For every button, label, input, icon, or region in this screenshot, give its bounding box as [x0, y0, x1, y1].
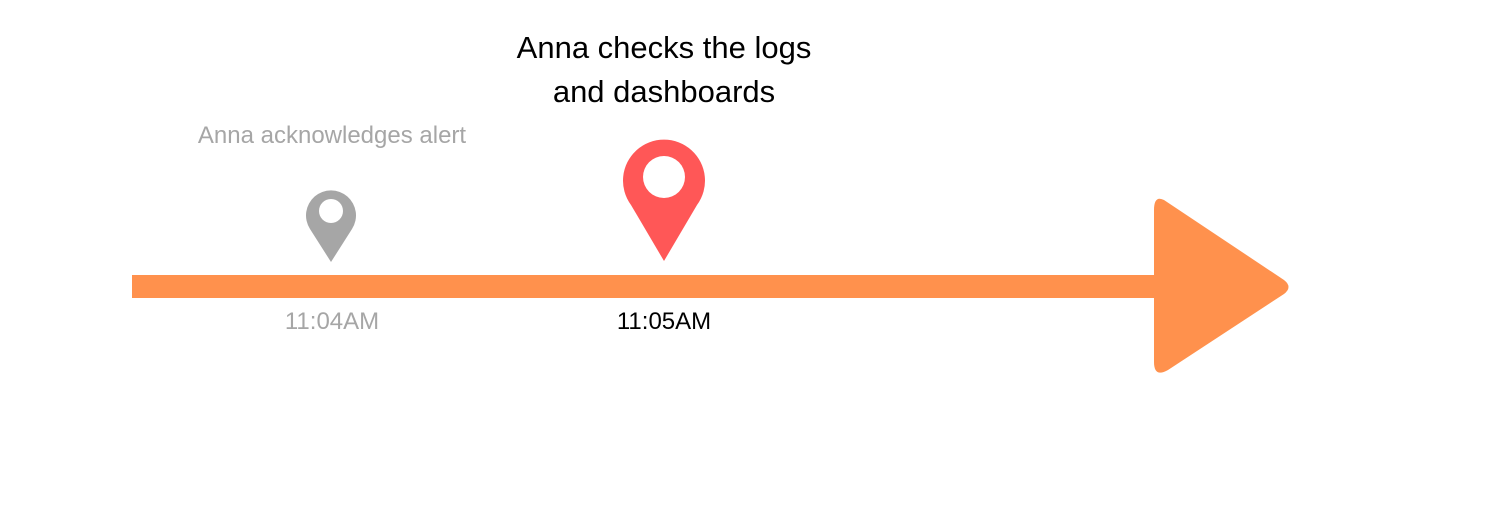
- past-event-pin-body: [306, 190, 357, 262]
- current-event-pin-hole: [643, 156, 685, 198]
- event-label: Anna checks the logs and dashboards: [460, 26, 868, 114]
- map-pin-icon: [306, 190, 357, 262]
- event-time: 11:05AM: [616, 308, 712, 335]
- event-label: Anna acknowledges alert: [197, 122, 467, 149]
- event-time: 11:04AM: [284, 308, 380, 335]
- event-label-line: Anna checks the logs: [516, 30, 812, 65]
- map-pin-icon: [623, 139, 705, 261]
- timeline-bar: [132, 275, 1162, 298]
- timeline-arrowhead: [1154, 198, 1289, 373]
- current-event-pin-body: [623, 139, 705, 261]
- event-label-line: and dashboards: [552, 74, 776, 109]
- past-event-pin-hole: [319, 199, 343, 223]
